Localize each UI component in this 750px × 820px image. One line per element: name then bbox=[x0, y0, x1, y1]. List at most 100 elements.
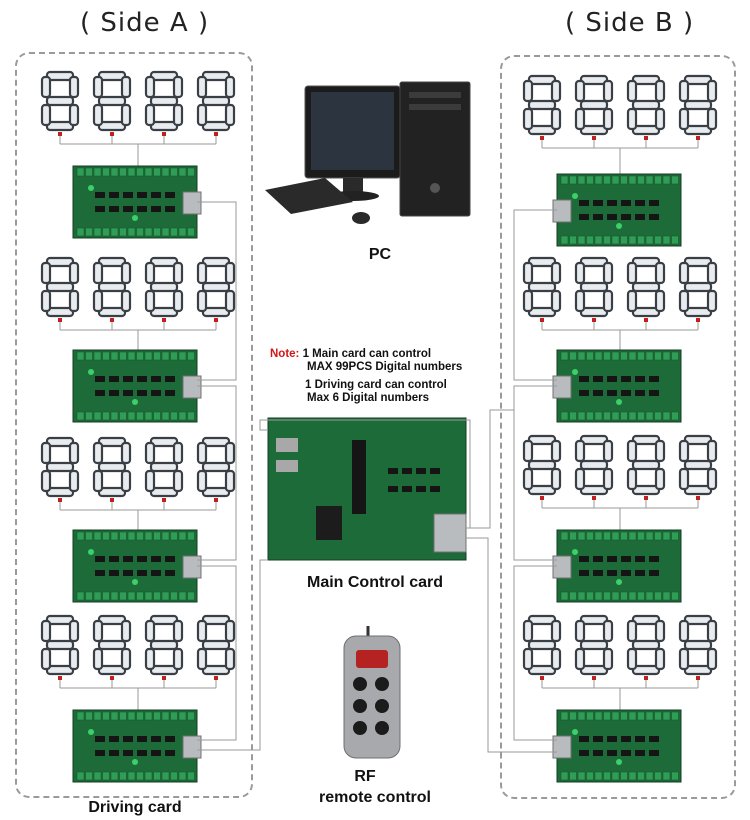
chip bbox=[579, 556, 589, 562]
led bbox=[88, 549, 94, 555]
terminal-block bbox=[645, 411, 654, 421]
chip bbox=[151, 206, 161, 212]
remote-button bbox=[353, 721, 367, 735]
terminal-block bbox=[187, 771, 195, 781]
terminal-block bbox=[76, 711, 85, 721]
side-b-digit-3-4 bbox=[678, 434, 718, 500]
digit-segment bbox=[574, 619, 586, 643]
digit-segment bbox=[678, 79, 690, 103]
chip bbox=[151, 192, 161, 198]
chip bbox=[109, 192, 119, 198]
side-b-digit-1-2 bbox=[574, 74, 614, 140]
terminal-block bbox=[178, 591, 187, 601]
terminal-block bbox=[662, 711, 671, 721]
digit-segment bbox=[706, 289, 718, 313]
terminal-block bbox=[144, 227, 153, 237]
digit-segment bbox=[550, 261, 562, 285]
chip bbox=[402, 486, 412, 492]
terminal-block bbox=[645, 235, 654, 245]
terminal-block bbox=[153, 771, 161, 781]
pcb-board bbox=[72, 709, 198, 783]
digit-segment bbox=[550, 107, 562, 131]
chip bbox=[607, 750, 617, 756]
ethernet-port bbox=[552, 375, 572, 399]
chip bbox=[165, 570, 175, 576]
terminal-block bbox=[654, 711, 662, 721]
side-b-driving-card-2 bbox=[552, 349, 682, 423]
terminal-block bbox=[628, 175, 637, 185]
terminal-block bbox=[170, 531, 178, 541]
terminal-block bbox=[178, 167, 187, 177]
digit-segment bbox=[602, 79, 614, 103]
side-a-driving-card-1 bbox=[72, 165, 202, 239]
digit-segment bbox=[522, 107, 534, 131]
digit-segment bbox=[45, 639, 75, 651]
monitor-stand bbox=[343, 178, 363, 192]
digit-segment bbox=[522, 289, 534, 313]
digit-segment bbox=[224, 261, 236, 285]
terminal-block bbox=[178, 771, 187, 781]
terminal-block bbox=[187, 711, 195, 721]
digit-segment bbox=[201, 95, 231, 107]
connector-dot bbox=[214, 676, 218, 680]
terminal-block bbox=[645, 771, 654, 781]
chip bbox=[109, 390, 119, 396]
terminal-block bbox=[645, 591, 654, 601]
terminal-block bbox=[560, 711, 569, 721]
terminal-block bbox=[637, 531, 645, 541]
chip bbox=[607, 214, 617, 220]
side-a-digit-4-3 bbox=[144, 614, 184, 680]
digit-segment bbox=[40, 469, 52, 493]
remote-display bbox=[356, 650, 388, 668]
digit-segment bbox=[224, 289, 236, 313]
terminal-block bbox=[577, 411, 586, 421]
side-b-digit-3-1 bbox=[522, 434, 562, 500]
ethernet-port bbox=[433, 513, 467, 553]
terminal-block bbox=[560, 235, 569, 245]
terminal-block bbox=[569, 235, 577, 245]
terminal-block bbox=[611, 771, 620, 781]
terminal-block bbox=[93, 351, 102, 361]
pc-tower bbox=[399, 81, 471, 217]
connector-dot bbox=[110, 318, 114, 322]
terminal-block bbox=[637, 411, 645, 421]
led bbox=[572, 193, 578, 199]
terminal-block bbox=[577, 235, 586, 245]
chip bbox=[579, 736, 589, 742]
digit-segment bbox=[602, 439, 614, 463]
digit-segment bbox=[678, 289, 690, 313]
chip bbox=[109, 750, 119, 756]
digit-segment bbox=[40, 289, 52, 313]
terminal-block bbox=[637, 711, 645, 721]
terminal-block bbox=[628, 771, 637, 781]
digit-segment bbox=[172, 619, 184, 643]
connector-dot bbox=[592, 136, 596, 140]
digit-segment bbox=[92, 647, 104, 671]
chip bbox=[165, 206, 175, 212]
terminal-block bbox=[654, 411, 662, 421]
terminal-block bbox=[127, 711, 136, 721]
note-line-1: 1 Main card can control bbox=[302, 348, 432, 360]
digit-segment bbox=[706, 467, 718, 491]
note-line-3: 1 Driving card can control bbox=[305, 379, 447, 391]
side-b-digit-1-1 bbox=[522, 74, 562, 140]
digit-segment bbox=[678, 439, 690, 463]
side-a-digit-1-4 bbox=[196, 70, 236, 136]
chip bbox=[607, 200, 617, 206]
digit-segment bbox=[149, 281, 179, 293]
digit-segment bbox=[626, 439, 638, 463]
terminal-block bbox=[586, 711, 594, 721]
side-a-digit-1-1 bbox=[40, 70, 80, 136]
digit-segment bbox=[654, 261, 666, 285]
digit-segment bbox=[68, 469, 80, 493]
pcb-board bbox=[556, 709, 682, 783]
side-a-title: ( Side A ) bbox=[80, 8, 210, 38]
chip bbox=[607, 736, 617, 742]
digit-segment bbox=[120, 469, 132, 493]
terminal-block bbox=[594, 771, 603, 781]
chip bbox=[593, 200, 603, 206]
connector-dot bbox=[110, 676, 114, 680]
digit-segment bbox=[40, 441, 52, 465]
terminal-block bbox=[645, 175, 654, 185]
chip bbox=[402, 468, 412, 474]
